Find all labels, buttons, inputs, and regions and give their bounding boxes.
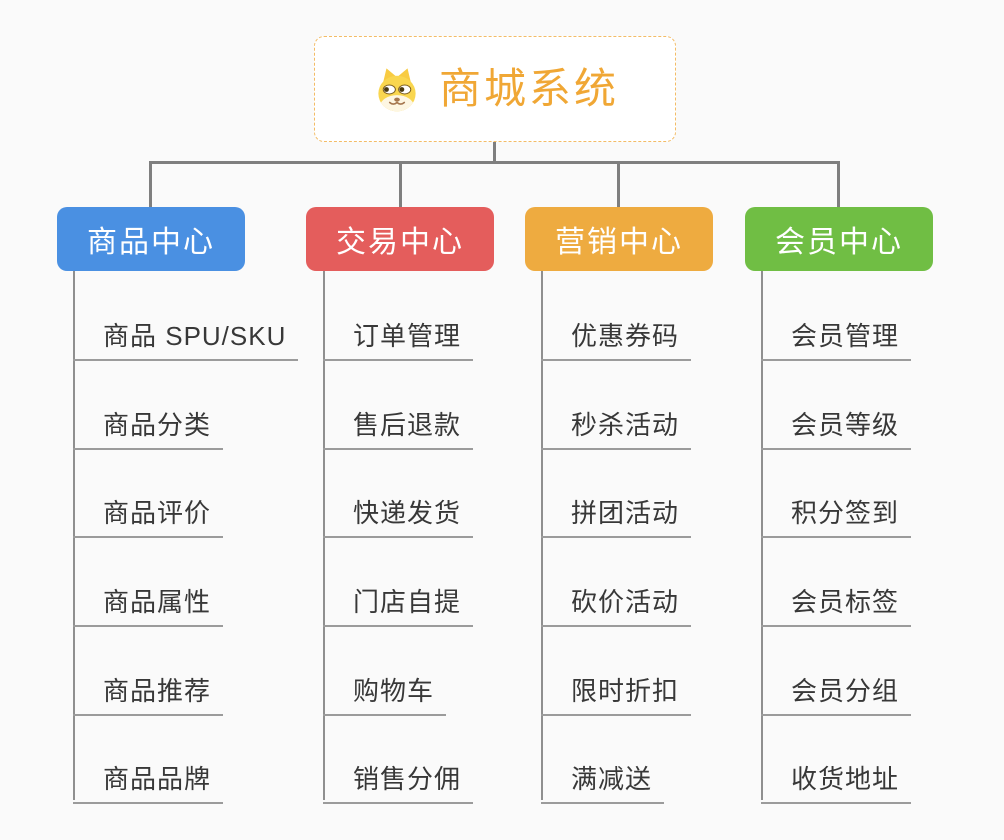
- leaf-item[interactable]: 快递发货: [323, 486, 474, 538]
- leaf-item[interactable]: 商品属性: [73, 575, 224, 627]
- leaf-item[interactable]: 会员管理: [761, 309, 912, 361]
- branch-node-marketing-center[interactable]: 营销中心: [525, 207, 713, 271]
- leaf-item[interactable]: 拼团活动: [541, 486, 692, 538]
- branch-node-trade-center[interactable]: 交易中心: [306, 207, 494, 271]
- branch-drop-connector: [837, 161, 840, 208]
- branch-bus-connector: [149, 161, 840, 164]
- leaf-item[interactable]: 售后退款: [323, 398, 474, 450]
- leaf-item[interactable]: 订单管理: [323, 309, 474, 361]
- leaf-item[interactable]: 商品分类: [73, 398, 224, 450]
- leaf-item[interactable]: 秒杀活动: [541, 398, 692, 450]
- leaf-item[interactable]: 商品推荐: [73, 664, 224, 716]
- branch-spine-connector: [323, 271, 325, 800]
- branch-spine-connector: [73, 271, 75, 800]
- branch-drop-connector: [399, 161, 402, 208]
- leaf-item[interactable]: 砍价活动: [541, 575, 692, 627]
- root-stem-connector: [493, 142, 496, 163]
- leaf-item[interactable]: 商品评价: [73, 486, 224, 538]
- leaf-item[interactable]: 门店自提: [323, 575, 474, 627]
- dog-face-icon: [378, 67, 416, 111]
- leaf-item[interactable]: 会员标签: [761, 575, 912, 627]
- leaf-item[interactable]: 商品 SPU/SKU: [73, 309, 299, 361]
- leaf-item[interactable]: 商品品牌: [73, 752, 224, 804]
- branch-node-product-center[interactable]: 商品中心: [57, 207, 245, 271]
- root-node[interactable]: 商城系统: [314, 36, 676, 142]
- leaf-item[interactable]: 会员等级: [761, 398, 912, 450]
- branch-spine-connector: [541, 271, 543, 800]
- leaf-item[interactable]: 销售分佣: [323, 752, 474, 804]
- leaf-item[interactable]: 限时折扣: [541, 664, 692, 716]
- leaf-item[interactable]: 会员分组: [761, 664, 912, 716]
- leaf-item[interactable]: 收货地址: [761, 752, 912, 804]
- root-label: 商城系统: [438, 65, 619, 112]
- branch-spine-connector: [761, 271, 763, 800]
- leaf-item[interactable]: 积分签到: [761, 486, 912, 538]
- branch-drop-connector: [617, 161, 620, 208]
- branch-drop-connector: [149, 161, 152, 208]
- branch-node-member-center[interactable]: 会员中心: [745, 207, 933, 271]
- leaf-item[interactable]: 满减送: [541, 752, 665, 804]
- leaf-item[interactable]: 购物车: [323, 664, 447, 716]
- leaf-item[interactable]: 优惠券码: [541, 309, 692, 361]
